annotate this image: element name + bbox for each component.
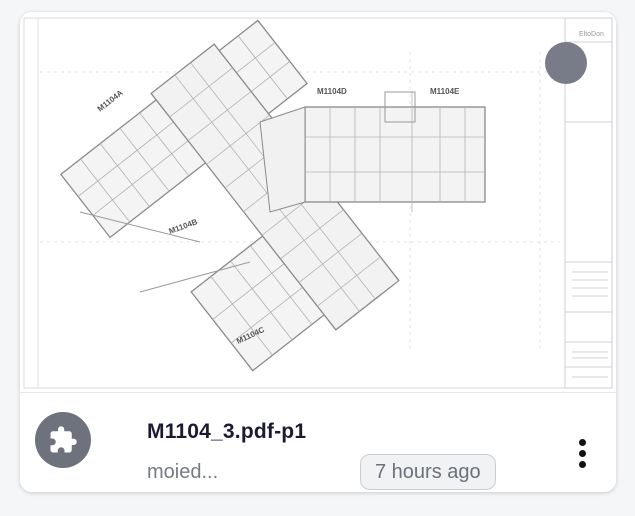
file-title[interactable]: M1104_3.pdf-p1 (147, 420, 307, 443)
puzzle-icon (35, 412, 91, 468)
card-divider (20, 392, 616, 393)
wing-label: M1104A (96, 88, 125, 114)
wing-label: M1104D (317, 87, 347, 96)
time-badge: 7 hours ago (360, 454, 496, 490)
floor-plan-image: EltoDon (23, 17, 613, 389)
more-vertical-icon[interactable] (573, 436, 591, 472)
wing-label: M1104B (168, 217, 199, 236)
owner-name: moied... (147, 461, 219, 483)
file-card[interactable]: EltoDon (20, 12, 616, 492)
puzzle-glyph (50, 426, 77, 453)
card-footer: M1104_3.pdf-p1 moied... 7 hours ago (20, 393, 616, 492)
drawing-thumbnail[interactable]: EltoDon (20, 12, 616, 392)
select-toggle[interactable] (545, 42, 587, 84)
title-block-text: EltoDon (579, 31, 604, 38)
wing-label: M1104E (430, 87, 460, 96)
